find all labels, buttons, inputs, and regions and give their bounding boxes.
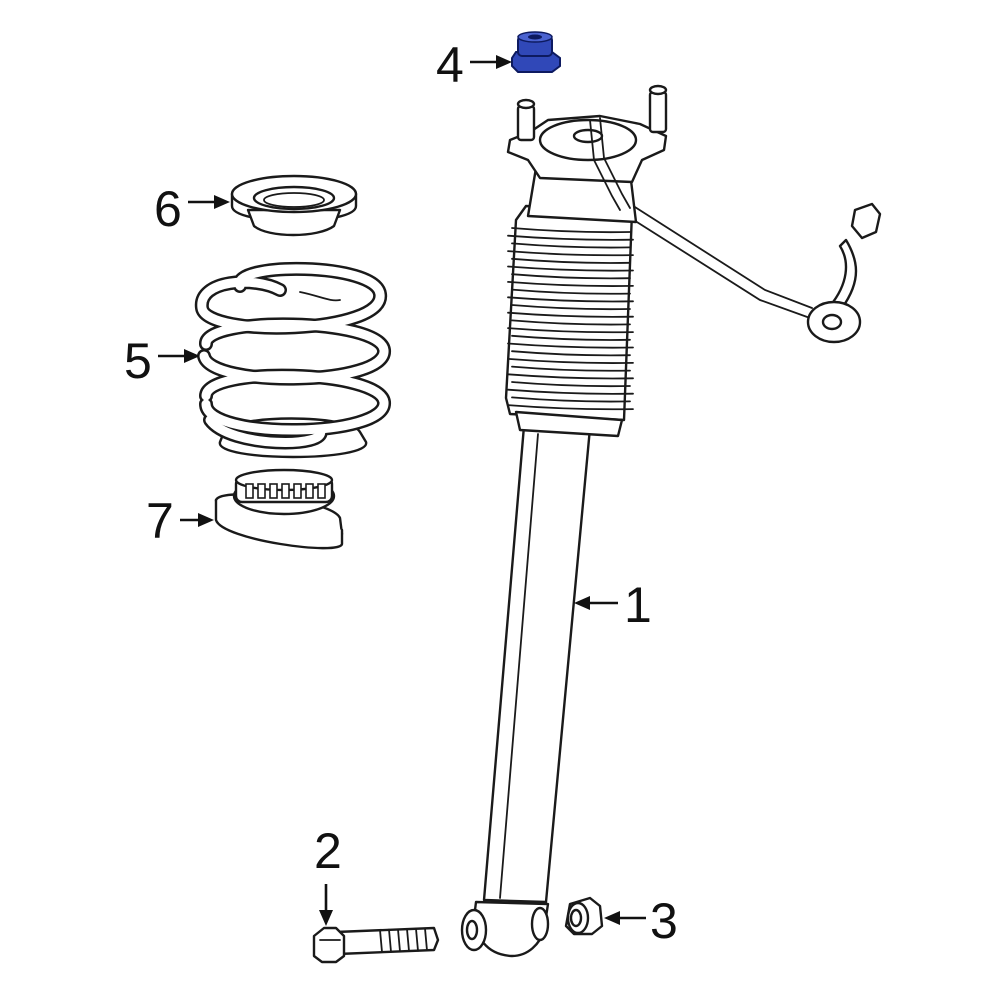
bellows-rib [507,311,634,318]
bellows-rib [511,304,631,311]
arrowhead-4 [496,55,512,69]
isolator-rib [305,483,314,499]
callout-number-4: 4 [436,37,464,93]
arrowhead-5 [184,349,200,363]
callout-3: 3 [604,893,678,949]
arrowhead-6 [214,195,230,209]
bellows-rib [511,227,631,234]
part-1-shock-absorber[interactable] [460,84,882,958]
bellows-rib [511,396,631,403]
part-2-bolt[interactable] [312,926,440,964]
part-4-nut[interactable] [511,31,561,73]
bellows-rib [507,234,634,241]
callout-number-7: 7 [146,493,174,549]
callout-6: 6 [154,181,230,237]
bellows-rib [507,342,634,349]
bellows-rib [507,265,634,272]
callout-4: 4 [436,37,512,93]
arrowhead-7 [198,513,214,527]
callout-number-1: 1 [624,577,652,633]
part-5-coil-spring[interactable] [194,261,391,459]
arrowhead-3 [604,911,620,925]
bellows-rib [511,350,631,357]
bellows-rib [507,250,634,257]
bolt-thread [397,928,401,953]
bellows-rib [507,327,634,334]
callout-7: 7 [146,493,214,549]
bellows-rib [507,373,634,380]
callout-number-6: 6 [154,181,182,237]
callout-number-5: 5 [124,333,152,389]
isolator-rib [281,483,290,499]
isolator-rib [269,483,278,499]
bellows-rib [507,388,634,395]
arrowhead-1 [574,596,590,610]
bellows-rib [511,257,631,264]
bellows-rib [511,242,631,249]
callout-number-3: 3 [650,893,678,949]
bolt-threads [379,927,428,953]
bellows-rib [511,365,631,372]
isolator-rib [245,483,254,499]
bellows-rib [511,273,631,280]
isolator-rib [293,483,302,499]
bellows-rib [511,319,631,326]
part-3-nut[interactable] [564,896,604,936]
bellows-rib [511,334,631,341]
bellows-rib [507,358,634,364]
bellows-rib [507,281,634,287]
bellows-rib [507,296,634,303]
part-6-spring-seat[interactable] [230,174,358,237]
callout-number-2: 2 [314,823,342,879]
part-7-spring-isolator[interactable] [214,468,344,550]
bellows-rib [511,381,631,388]
bolt-thread [379,929,383,953]
isolator-rib [317,483,326,499]
callout-2: 2 [314,823,342,926]
bolt-thread [424,927,428,952]
bellows-ribs [507,227,634,411]
bolt-thread [388,928,392,953]
callout-1: 1 [574,577,652,633]
isolator-rib [257,483,266,499]
arrowhead-2 [319,910,333,926]
bellows-rib [507,404,634,411]
bolt-thread [415,927,419,952]
isolator-ribs [245,483,326,499]
bellows-rib [511,288,631,295]
callout-5: 5 [124,333,200,389]
bolt-thread [406,928,410,952]
